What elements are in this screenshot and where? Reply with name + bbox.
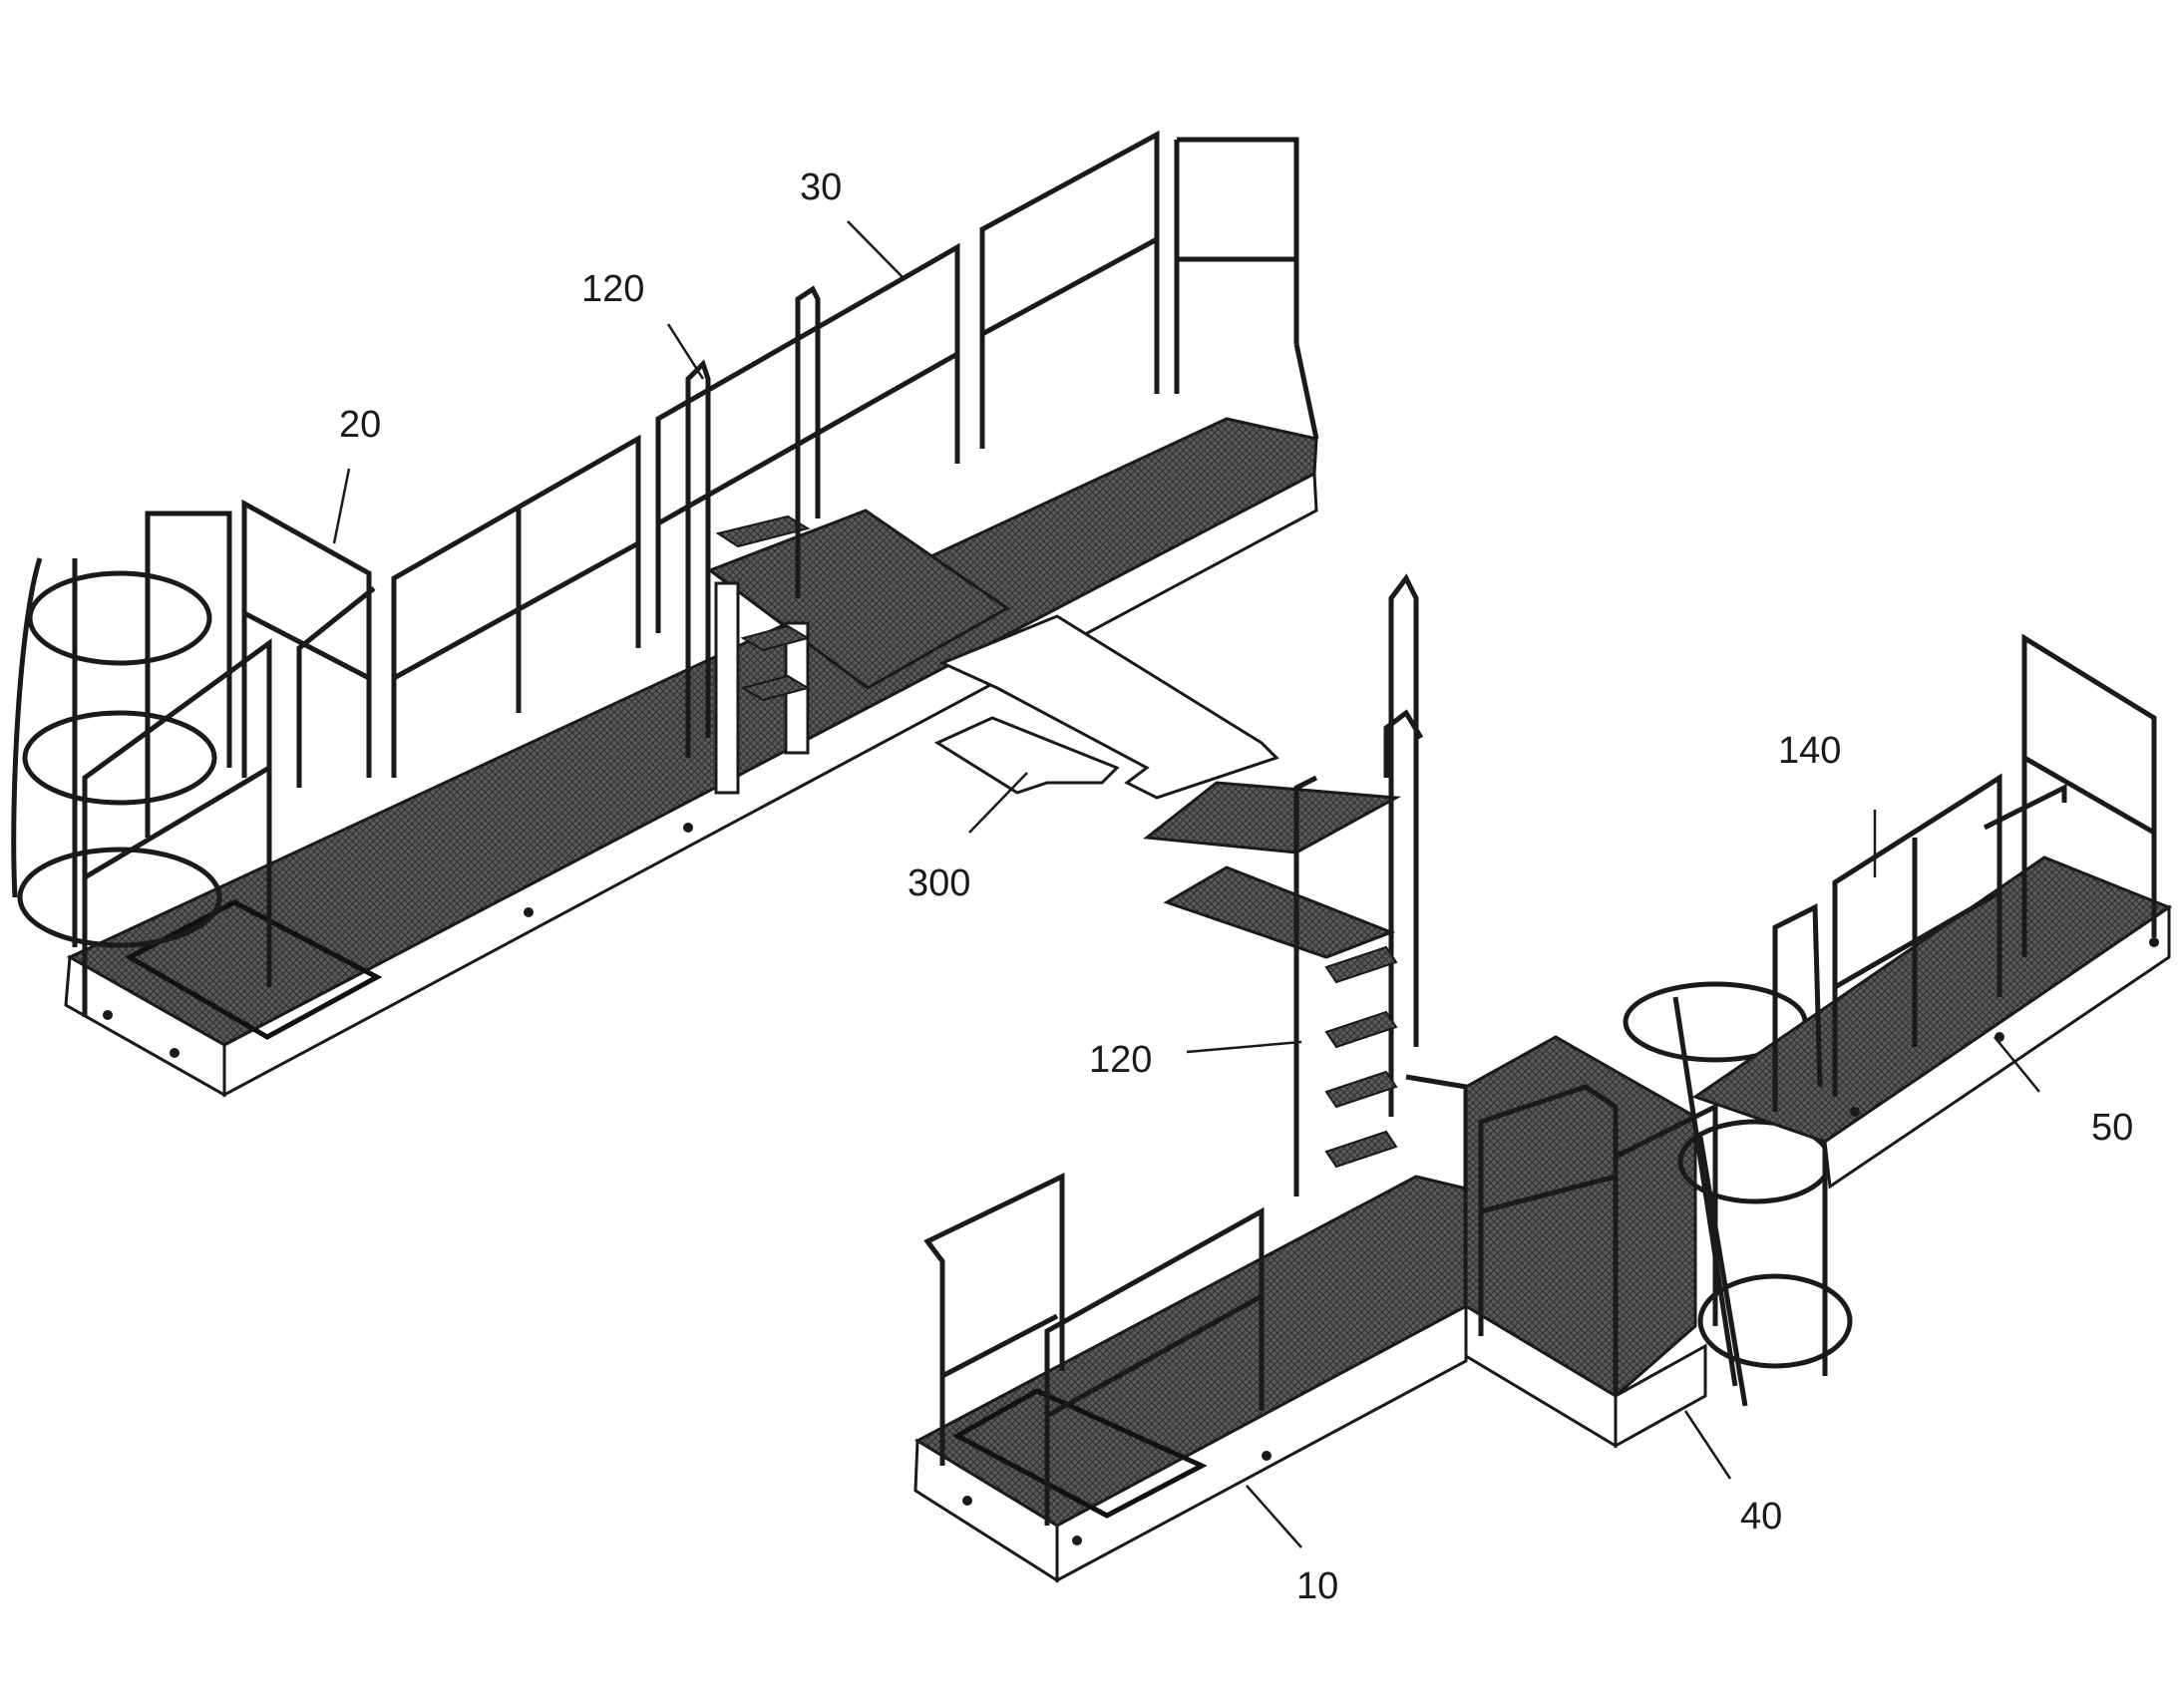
upper-railing: [391, 130, 1319, 778]
label-10: 10: [1296, 1565, 1338, 1607]
junction-post-1: [714, 581, 740, 795]
junction-top-deck: [706, 509, 1010, 690]
ladder-120: [1293, 573, 1424, 1196]
junction-handrail: [685, 359, 711, 758]
left-end-railing: [82, 499, 376, 1017]
cover-plates-300: [933, 614, 1279, 800]
lower-platform-10: [913, 573, 1544, 1583]
lower-bolts: [962, 1451, 1272, 1545]
landing-step-1: [1143, 781, 1402, 854]
label-30: 30: [800, 167, 842, 208]
junction-stair-treads: [715, 514, 811, 702]
label-120-upper: 120: [581, 268, 644, 310]
label-300: 300: [908, 862, 970, 904]
corner-side-plate: [1614, 1343, 1707, 1449]
cover-plate-upper: [938, 614, 1279, 800]
right-platform-50: [1691, 633, 2173, 1190]
floor-hatch: [124, 899, 383, 1040]
upper-platform-20-30: [11, 130, 1319, 1098]
landing-step-2: [1163, 865, 1396, 959]
lower-deck-side-plate: [1055, 1303, 1468, 1583]
junction-stair-module: [685, 285, 1010, 795]
corner-module-40: [1464, 981, 1853, 1449]
left-ladder-cage: [11, 557, 222, 948]
label-50: 50: [2091, 1107, 2133, 1149]
lower-floor-hatch: [951, 1388, 1208, 1519]
label-120-lower: 120: [1089, 1039, 1152, 1081]
reference-labels: 20 120 30 300 120 140 50 40 10: [332, 167, 2133, 1607]
right-railing: [1772, 633, 2157, 1112]
cover-plate-lower: [933, 716, 1120, 795]
label-20: 20: [339, 404, 381, 446]
label-140: 140: [1778, 730, 1841, 772]
label-40: 40: [1740, 1496, 1782, 1537]
right-front-plate: [1823, 904, 2171, 1190]
